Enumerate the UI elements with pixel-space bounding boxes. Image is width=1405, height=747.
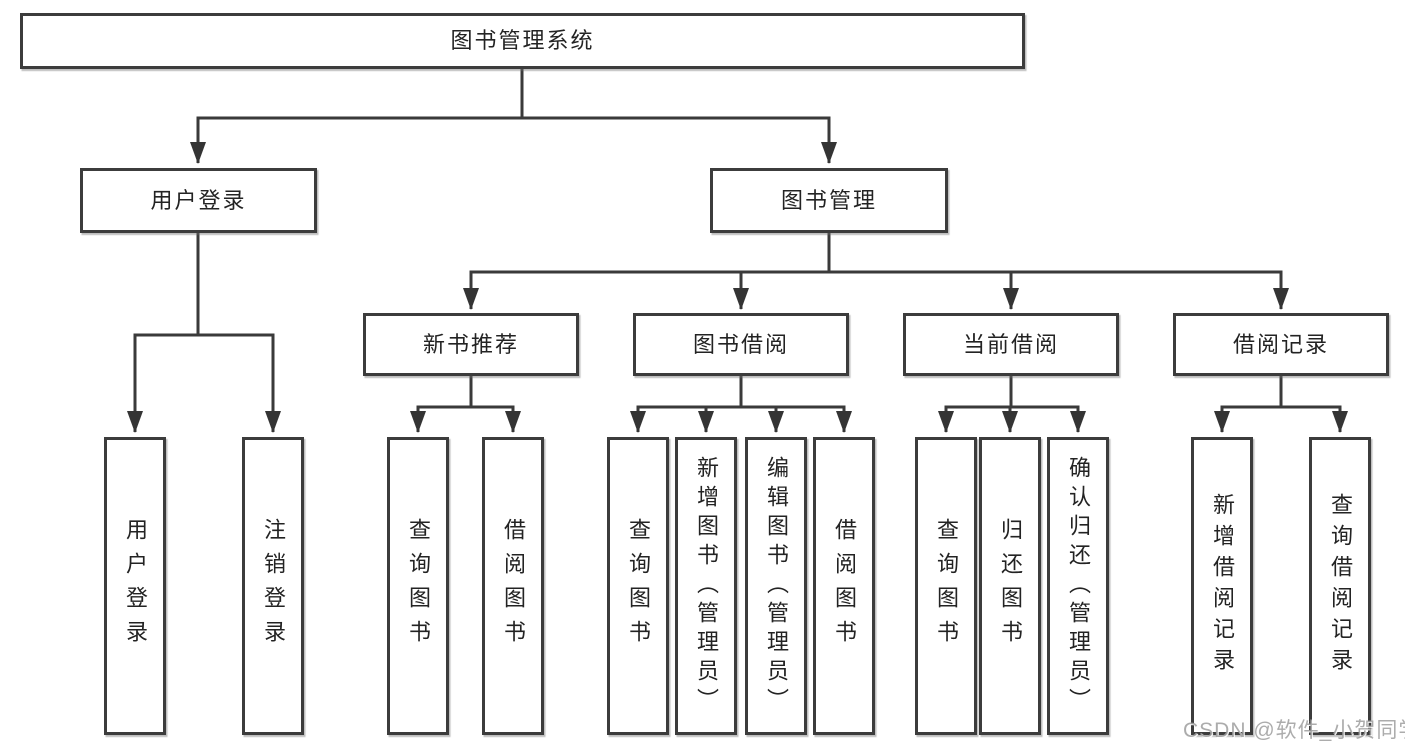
node-book-management: 图书管理: [710, 168, 948, 233]
node-current-borrowing: 当前借阅: [903, 313, 1119, 376]
leaf-bb-borrow-books: 借阅图书: [813, 437, 875, 735]
node-user-login: 用户登录: [80, 168, 317, 233]
leaf-user-login: 用户登录: [104, 437, 166, 735]
leaf-bb-edit-books-admin: 编辑图书（管理员）: [745, 437, 807, 735]
leaf-cb-confirm-return-admin: 确认归还（管理员）: [1047, 437, 1109, 735]
node-new-book-recommend: 新书推荐: [363, 313, 579, 376]
leaf-br-add-record: 新增借阅记录: [1191, 437, 1253, 735]
leaf-bb-add-books-admin: 新增图书（管理员）: [675, 437, 737, 735]
leaf-nbr-query-books: 查询图书: [387, 437, 449, 735]
node-book-borrowing: 图书借阅: [633, 313, 849, 376]
node-borrowing-records: 借阅记录: [1173, 313, 1389, 376]
leaf-cb-return-books: 归还图书: [979, 437, 1041, 735]
leaf-logout-login: 注销登录: [242, 437, 304, 735]
leaf-br-query-record: 查询借阅记录: [1309, 437, 1371, 735]
csdn-watermark: CSDN @软件_小贺同学: [1183, 719, 1405, 742]
leaf-nbr-borrow-books: 借阅图书: [482, 437, 544, 735]
leaf-cb-query-books: 查询图书: [915, 437, 977, 735]
node-root: 图书管理系统: [20, 13, 1025, 69]
leaf-bb-query-books: 查询图书: [607, 437, 669, 735]
